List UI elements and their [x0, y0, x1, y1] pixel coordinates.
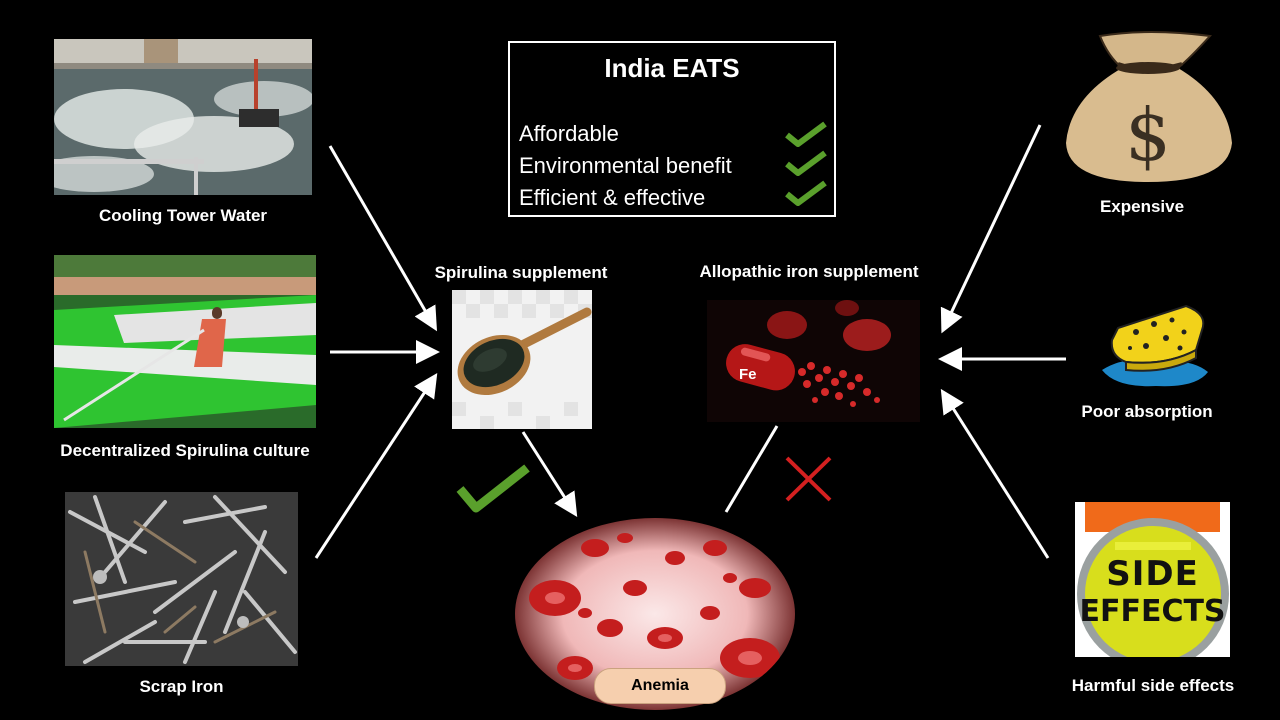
criterion-affordable: Affordable	[519, 121, 619, 146]
arrow-spirulina-to-anemia	[521, 431, 578, 518]
iron-capsule-image: Fe	[707, 300, 920, 422]
svg-text:$: $	[1125, 93, 1171, 177]
side-word: SIDE	[1106, 554, 1199, 594]
check-affordable-icon	[785, 121, 827, 147]
effects-word: EFFECTS	[1079, 594, 1226, 629]
check-mark-icon	[456, 464, 530, 513]
label-spirulina-supplement: Spirulina supplement	[434, 263, 608, 282]
arrow-scrap-to-spirulina	[314, 372, 438, 559]
india-eats-box: India EATS Affordable Environmental bene…	[508, 41, 836, 217]
cooling-tower-image	[54, 39, 312, 195]
criterion-environmental-benefit: Environmental benefit	[519, 153, 732, 178]
cross-mark-icon	[785, 456, 832, 502]
side-effects-sign-image: SIDE EFFECTS	[1075, 502, 1230, 657]
arrow-sideeffects-to-allopathic	[940, 388, 1050, 559]
label-expensive: Expensive	[1099, 197, 1185, 216]
spirulina-spoon-image	[452, 290, 592, 429]
label-poor-absorption: Poor absorption	[1081, 402, 1213, 421]
criterion-efficient-effective: Efficient & effective	[519, 185, 706, 210]
arrow-cooling-to-spirulina	[328, 145, 438, 332]
label-harmful-side-effects: Harmful side effects	[1071, 676, 1235, 695]
label-scrap-iron: Scrap Iron	[139, 677, 224, 696]
label-decentralized-spirulina-culture: Decentralized Spirulina culture	[60, 441, 310, 460]
check-environmental-icon	[785, 150, 827, 176]
label-cooling-tower-water: Cooling Tower Water	[98, 206, 268, 225]
spirulina-culture-image	[54, 255, 316, 428]
india-eats-title: India EATS	[604, 53, 740, 83]
sponge-icon	[1096, 300, 1212, 390]
arrow-expensive-to-allopathic	[940, 124, 1042, 334]
money-bag-icon: $	[1060, 28, 1236, 185]
label-allopathic-iron-supplement: Allopathic iron supplement	[699, 262, 919, 281]
line-anemia-to-allopathic	[724, 425, 779, 513]
check-efficient-icon	[785, 180, 827, 206]
anemia-label: Anemia	[594, 668, 726, 704]
scrap-iron-image	[65, 492, 298, 666]
fe-text: Fe	[739, 366, 757, 383]
